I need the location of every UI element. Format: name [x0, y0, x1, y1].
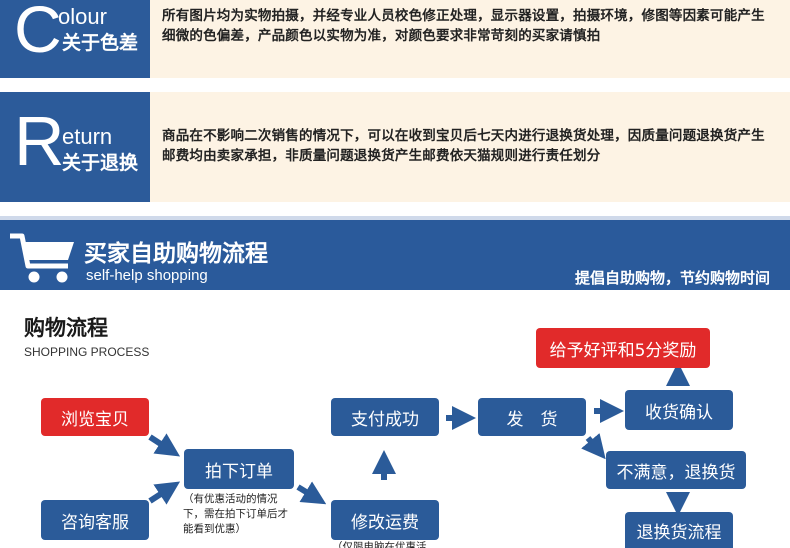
arrow-consult-order: [148, 481, 181, 505]
step-unsatisfied: 不满意，退换货: [606, 451, 746, 489]
colour-logo-block: C olour 关于色差: [0, 0, 150, 78]
step-review: 给予好评和5分奖励: [536, 328, 710, 368]
colour-big-letter: C: [14, 0, 62, 66]
self-help-banner: 买家自助购物流程 self-help shopping 提倡自助购物，节约购物时…: [0, 216, 790, 290]
return-cn-title: 关于退换: [62, 152, 139, 174]
colour-word: olour: [58, 4, 107, 29]
return-notice-text: 商品在不影响二次销售的情况下，可以在收到宝贝后七天内进行退换货处理，因质量问题退…: [162, 128, 765, 164]
return-big-letter: R: [14, 102, 65, 180]
order-note: （有优惠活动的情况下，需在拍下订单后才能看到优惠）: [183, 493, 288, 535]
step-pay: 支付成功: [331, 398, 439, 436]
step-modify: 修改运费: [331, 500, 439, 540]
self-help-title: 买家自助购物流程: [84, 241, 268, 267]
return-logo-block: R eturn 关于退换: [0, 92, 150, 202]
step-order: 拍下订单: [184, 449, 294, 489]
modify-note: （仅限电脑在优惠活: [332, 541, 427, 548]
step-return-flow: 退换货流程: [625, 512, 733, 548]
process-arrows: [148, 362, 690, 516]
arrow-browse-order: [148, 433, 181, 457]
colour-notice-text: 所有图片均为实物拍摄，并经专业人员校色修正处理，显示器设置，拍摄环境，修图等因素…: [162, 8, 765, 44]
self-help-subtitle: self-help shopping: [86, 267, 208, 284]
step-consult: 咨询客服: [41, 500, 149, 540]
process-title: 购物流程: [24, 316, 108, 340]
colour-cn-title: 关于色差: [62, 32, 139, 54]
shopping-cart-icon: [10, 233, 74, 283]
return-notice-section: R eturn 关于退换 商品在不影响二次销售的情况下，可以在收到宝贝后七天内进…: [0, 92, 790, 202]
step-ship: 发 货: [478, 398, 586, 436]
arrow-order-modify: [296, 481, 327, 505]
arrow-ship-unsatisfied: [581, 433, 606, 460]
process-subtitle: SHOPPING PROCESS: [24, 345, 150, 359]
colour-notice-section: C olour 关于色差 所有图片均为实物拍摄，并经专业人员校色修正处理，显示器…: [0, 0, 790, 78]
step-browse: 浏览宝贝: [41, 398, 149, 436]
return-word: eturn: [62, 124, 113, 149]
step-receive: 收货确认: [625, 390, 733, 430]
self-help-slogan: 提倡自助购物，节约购物时间: [574, 269, 770, 287]
